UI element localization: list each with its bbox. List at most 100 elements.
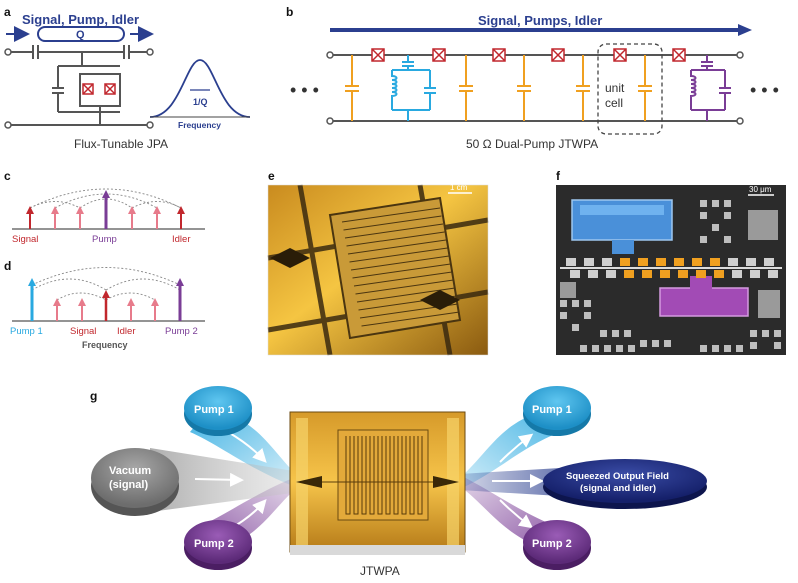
panel-f-scale: 30 μm xyxy=(749,185,772,194)
sem-pad xyxy=(624,330,631,337)
terminal-dot xyxy=(146,48,154,56)
panel-d-pump1: Pump 1 xyxy=(10,326,43,337)
pump2-left-label: Pump 2 xyxy=(194,538,234,550)
capacitor-finger xyxy=(584,258,594,266)
meander-trace xyxy=(393,436,399,515)
panel-d-label: d xyxy=(4,259,11,273)
sem-pad xyxy=(560,312,567,319)
capacitor-finger xyxy=(750,270,760,278)
panel-c-label: c xyxy=(4,169,11,183)
panel-e-label: e xyxy=(268,169,275,183)
capacitor-finger xyxy=(678,270,688,278)
squid-junctions xyxy=(82,83,116,95)
capacitor-finger xyxy=(624,270,634,278)
vacuum-label-line1: Vacuum xyxy=(109,465,151,477)
sideband-arrow-head xyxy=(151,298,159,306)
panel-c-pump: Pump xyxy=(92,234,117,245)
panel-d-pump2: Pump 2 xyxy=(165,326,198,337)
panel-e-scale: 1 cm xyxy=(450,183,468,192)
panel-c: c Signal Pump Idler xyxy=(4,169,205,245)
meander-line xyxy=(356,287,456,303)
capacitor-finger xyxy=(710,258,720,266)
sem-pad xyxy=(774,330,781,337)
meander-trace xyxy=(401,436,407,515)
sideband-arrow-head xyxy=(76,206,84,214)
sideband-arrow-head xyxy=(53,298,61,306)
sem-image xyxy=(556,185,786,355)
panel-g: g xyxy=(90,386,707,578)
capacitor-finger xyxy=(768,270,778,278)
capacitor-finger xyxy=(696,270,706,278)
meander-line xyxy=(347,239,447,255)
sem-pad xyxy=(750,330,757,337)
capacitor-finger xyxy=(588,270,598,278)
meander-line xyxy=(355,279,454,295)
junction-cross xyxy=(492,48,506,62)
panel-d-arrows xyxy=(28,278,184,321)
sem-pad xyxy=(584,312,591,319)
capacitor-finger xyxy=(692,258,702,266)
panel-g-caption: JTWPA xyxy=(360,564,400,578)
dots-left: • • • xyxy=(290,80,319,100)
capacitor-finger xyxy=(570,270,580,278)
capacitor-finger xyxy=(620,258,630,266)
sem-pad xyxy=(700,236,707,243)
panel-e: e 1 cm xyxy=(267,169,489,356)
capacitor-finger xyxy=(656,258,666,266)
sideband-arrow-head xyxy=(128,206,136,214)
sem-block xyxy=(758,290,780,318)
q-resonator-outline xyxy=(37,26,125,42)
sem-pad xyxy=(700,200,707,207)
capacitor-finger xyxy=(606,270,616,278)
sem-pad xyxy=(712,224,719,231)
chip-photo xyxy=(267,184,489,356)
terminal-dot xyxy=(4,48,12,56)
jtwpa-chip xyxy=(289,411,466,555)
terminal-dot xyxy=(736,117,744,125)
sem-pad xyxy=(628,345,635,352)
sem-pad xyxy=(612,330,619,337)
meander-trace xyxy=(385,436,391,515)
capacitor-finger xyxy=(566,258,576,266)
meander-trace xyxy=(417,436,423,515)
meander-trace xyxy=(409,436,415,515)
panel-c-signal: Signal xyxy=(12,234,38,245)
sem-pad xyxy=(700,212,707,219)
meander-trace xyxy=(369,436,375,515)
meander-line xyxy=(344,223,444,239)
pump2-right-label: Pump 2 xyxy=(532,538,572,550)
panel-d-mixing-arcs xyxy=(31,267,181,301)
terminal-dot xyxy=(326,51,334,59)
sem-pad xyxy=(712,200,719,207)
junction-cross xyxy=(551,48,565,62)
meander-trace xyxy=(361,436,367,515)
dots-right: • • • xyxy=(750,80,779,100)
jpa-circuit xyxy=(8,45,150,126)
sideband-arrow-head xyxy=(127,298,135,306)
panel-a-signal-title: Signal, Pump, Idler xyxy=(22,12,139,27)
sem-pad xyxy=(572,324,579,331)
panel-f: f 30 μm xyxy=(556,169,786,355)
pump-arrow-head xyxy=(102,190,110,198)
output-label-line2: (signal and idler) xyxy=(580,483,656,494)
meander-line xyxy=(341,207,441,223)
sem-pad xyxy=(560,300,567,307)
capacitor-finger xyxy=(642,270,652,278)
pump2-left-disc xyxy=(184,520,252,570)
capacitor-finger xyxy=(714,270,724,278)
unit-cell-label-line2: cell xyxy=(605,96,623,110)
panel-c-arrows xyxy=(26,190,185,229)
sem-pad xyxy=(572,300,579,307)
flow-arrows xyxy=(194,431,544,531)
panel-d: d Pump 1 Signal Idler Pump 2 Frequency xyxy=(4,259,205,350)
capacitor-finger xyxy=(674,258,684,266)
pump1-beam-right xyxy=(460,412,560,488)
sem-pad xyxy=(762,330,769,337)
meander-line xyxy=(352,263,451,279)
sem-pad xyxy=(604,345,611,352)
meander-line xyxy=(346,231,445,247)
pump2-arrow-head xyxy=(176,278,184,286)
pump1-left-label: Pump 1 xyxy=(194,404,234,416)
vacuum-label-line2: (signal) xyxy=(109,479,148,491)
sem-pad xyxy=(616,345,623,352)
